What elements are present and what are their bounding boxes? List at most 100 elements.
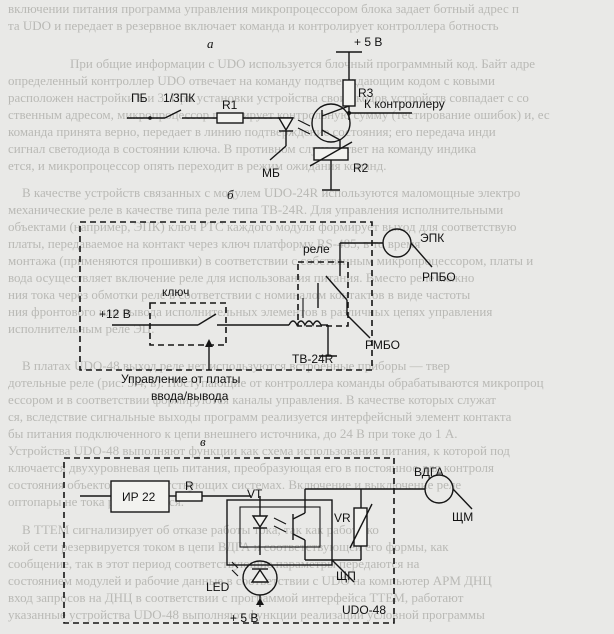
vt-photo-in (292, 533, 306, 541)
control-label-1: Управление от платы (121, 372, 240, 386)
background-page-text: включении питания программа управления м… (7, 1, 550, 622)
vr-label: VR (334, 511, 351, 525)
r2-adjust-arrow (309, 141, 353, 167)
resistor-r (175, 491, 203, 502)
panel-c: в UDO-48 ВДГА ЩМ ИР 22 R VT VR (63, 434, 473, 625)
relay-coil (288, 320, 322, 327)
junction-pb (148, 116, 152, 120)
panel-a: а + 5 В R3 К контроллеру ПБ 1/3ПК R1 МБ (127, 35, 445, 191)
key-label: ключ (162, 285, 189, 299)
bg-line-17: исполнительным реле ЭЦ. (8, 321, 154, 336)
bg-line-2: При общие информации с UDO используется … (70, 56, 535, 71)
control-label-2: ввода/вывода (151, 389, 229, 403)
key-block (149, 302, 227, 346)
panel-c-caption: в (200, 434, 206, 449)
bg-line-9: В качестве устройств связанных с модулем… (22, 185, 520, 200)
bg-line-5: ственным адресом, микропроцессор генерир… (8, 107, 550, 122)
opto-arrow-a1 (297, 119, 311, 127)
r3-label: R3 (358, 86, 374, 100)
r2-label: R2 (353, 161, 369, 175)
rmbo-label: РМБО (365, 338, 400, 352)
relay-block (297, 261, 349, 327)
bg-line-24: ключается двухуровневая цепь питания, пр… (8, 460, 494, 475)
output-label-a: К контроллеру (364, 97, 445, 111)
bg-line-6: команда принята верно, передает в линию … (8, 124, 496, 139)
rpbo-label: РПБО (422, 270, 456, 284)
vt-led (251, 515, 269, 529)
panel-b-caption: б (227, 187, 234, 202)
bg-line-21: ся, вследствие сигнальные выходы програм… (8, 409, 512, 424)
module-label-mb: МБ (262, 166, 280, 180)
bg-line-15: ния тока через обмотки реле в соответств… (8, 287, 470, 302)
panel-a-caption: а (207, 36, 214, 51)
led-ray-2 (231, 569, 239, 577)
bg-line-22: бы питания подключенного к цепи внешнего… (8, 426, 458, 441)
bg-line-14: вода осуществляет включение реле для исп… (8, 270, 474, 285)
r-label: R (185, 479, 194, 493)
phototransistor-a (311, 103, 351, 143)
module-box-udo48 (63, 457, 395, 624)
bg-line-20: ессором и в соответствии формируются кан… (8, 392, 496, 407)
bg-line-31: вход запросов на ДНЦ в соответствии с пр… (8, 590, 464, 605)
transistor-emitter-a (321, 129, 341, 141)
relay-contact (325, 275, 348, 301)
bg-line-32: указанные устройства UDO-48 выполняют фу… (8, 607, 485, 622)
transistor-collector-a (321, 105, 350, 117)
vt-inner-block (239, 506, 321, 548)
wire-shchm (452, 488, 473, 510)
bg-line-12: платы, передаваемое на контакт через клю… (8, 236, 420, 251)
led-diode (250, 568, 270, 583)
vt-arrow-1 (273, 517, 287, 525)
module-box-tb24r (79, 221, 373, 371)
bg-line-0: включении питания программа управления м… (8, 1, 519, 16)
contact-1-3pk (164, 109, 182, 119)
shchm-label: ЩМ (452, 510, 473, 524)
contact-label-1-3pk: 1/3ПК (163, 91, 195, 105)
vt-arrow-2 (273, 525, 287, 533)
wire-mb-lead (269, 145, 287, 161)
bg-line-10: механические реле в качестве типа реле т… (8, 202, 503, 217)
lamp-vdga-label: ВДГА (414, 465, 444, 479)
control-arrow (205, 339, 213, 347)
resistor-r3 (342, 79, 356, 107)
bg-line-27: В ТТЕМ сигнализирует об отказе работы то… (22, 522, 379, 537)
bg-line-30: состоянием модулей и рабочие данные в со… (8, 573, 492, 588)
relay-label: реле (303, 242, 330, 256)
shchp-label: ЩП (336, 569, 356, 583)
wire-rmbo (346, 314, 371, 339)
vt-block (226, 499, 333, 566)
wire-epk (410, 242, 433, 268)
panel-a-supply: + 5 В (354, 35, 382, 49)
supply-12v-label: +12 В (99, 307, 131, 321)
resistor-r1 (216, 112, 244, 124)
bg-line-3: определенный контроллер UDO отвечает на … (8, 73, 495, 88)
panel-c-supply: + 5 В (230, 611, 258, 625)
bg-line-19: дотельные реле (рис. 5.4, в). Поступающи… (8, 375, 544, 390)
bg-line-13: монтажа (применяются прошивки) в соответ… (8, 253, 533, 268)
panel-b: б ТВ-24R реле ЭПК РПБО РМБО ключ +12 В (79, 187, 456, 403)
wire-shchp (331, 559, 355, 583)
led-ray-1 (231, 561, 239, 569)
key-switch (197, 313, 217, 326)
bg-line-23: Устройства UDO-48 выполняют функции как … (8, 443, 510, 458)
bg-line-1: та UDO и передает в резервное включает к… (8, 18, 499, 33)
bg-line-4: расположен настройки 6 и 3. При установк… (8, 90, 529, 105)
supply-arrow-c (256, 598, 264, 605)
bg-line-29: сообщение, так в этот период соответству… (8, 556, 420, 571)
opto-arrow-a2 (297, 127, 311, 135)
bg-line-8: ется, и микропроцессор опять переходит в… (8, 158, 386, 173)
vt-photo-out (292, 512, 306, 520)
led-label: LED (206, 580, 230, 594)
lamp-epk-label: ЭПК (420, 231, 444, 245)
r1-label: R1 (222, 98, 238, 112)
module-label-udo48: UDO-48 (342, 603, 386, 617)
ir22-label: ИР 22 (122, 490, 156, 504)
vr-slash (349, 503, 373, 549)
input-label-pb: ПБ (131, 91, 148, 105)
opto-led-a (277, 117, 295, 132)
bg-line-28: жой сети резервируется током в цепи ВДГА… (7, 539, 449, 554)
vt-label: VT (247, 487, 263, 501)
bg-line-7: сигнал светодиода в состоянии ключа. В п… (8, 141, 476, 156)
